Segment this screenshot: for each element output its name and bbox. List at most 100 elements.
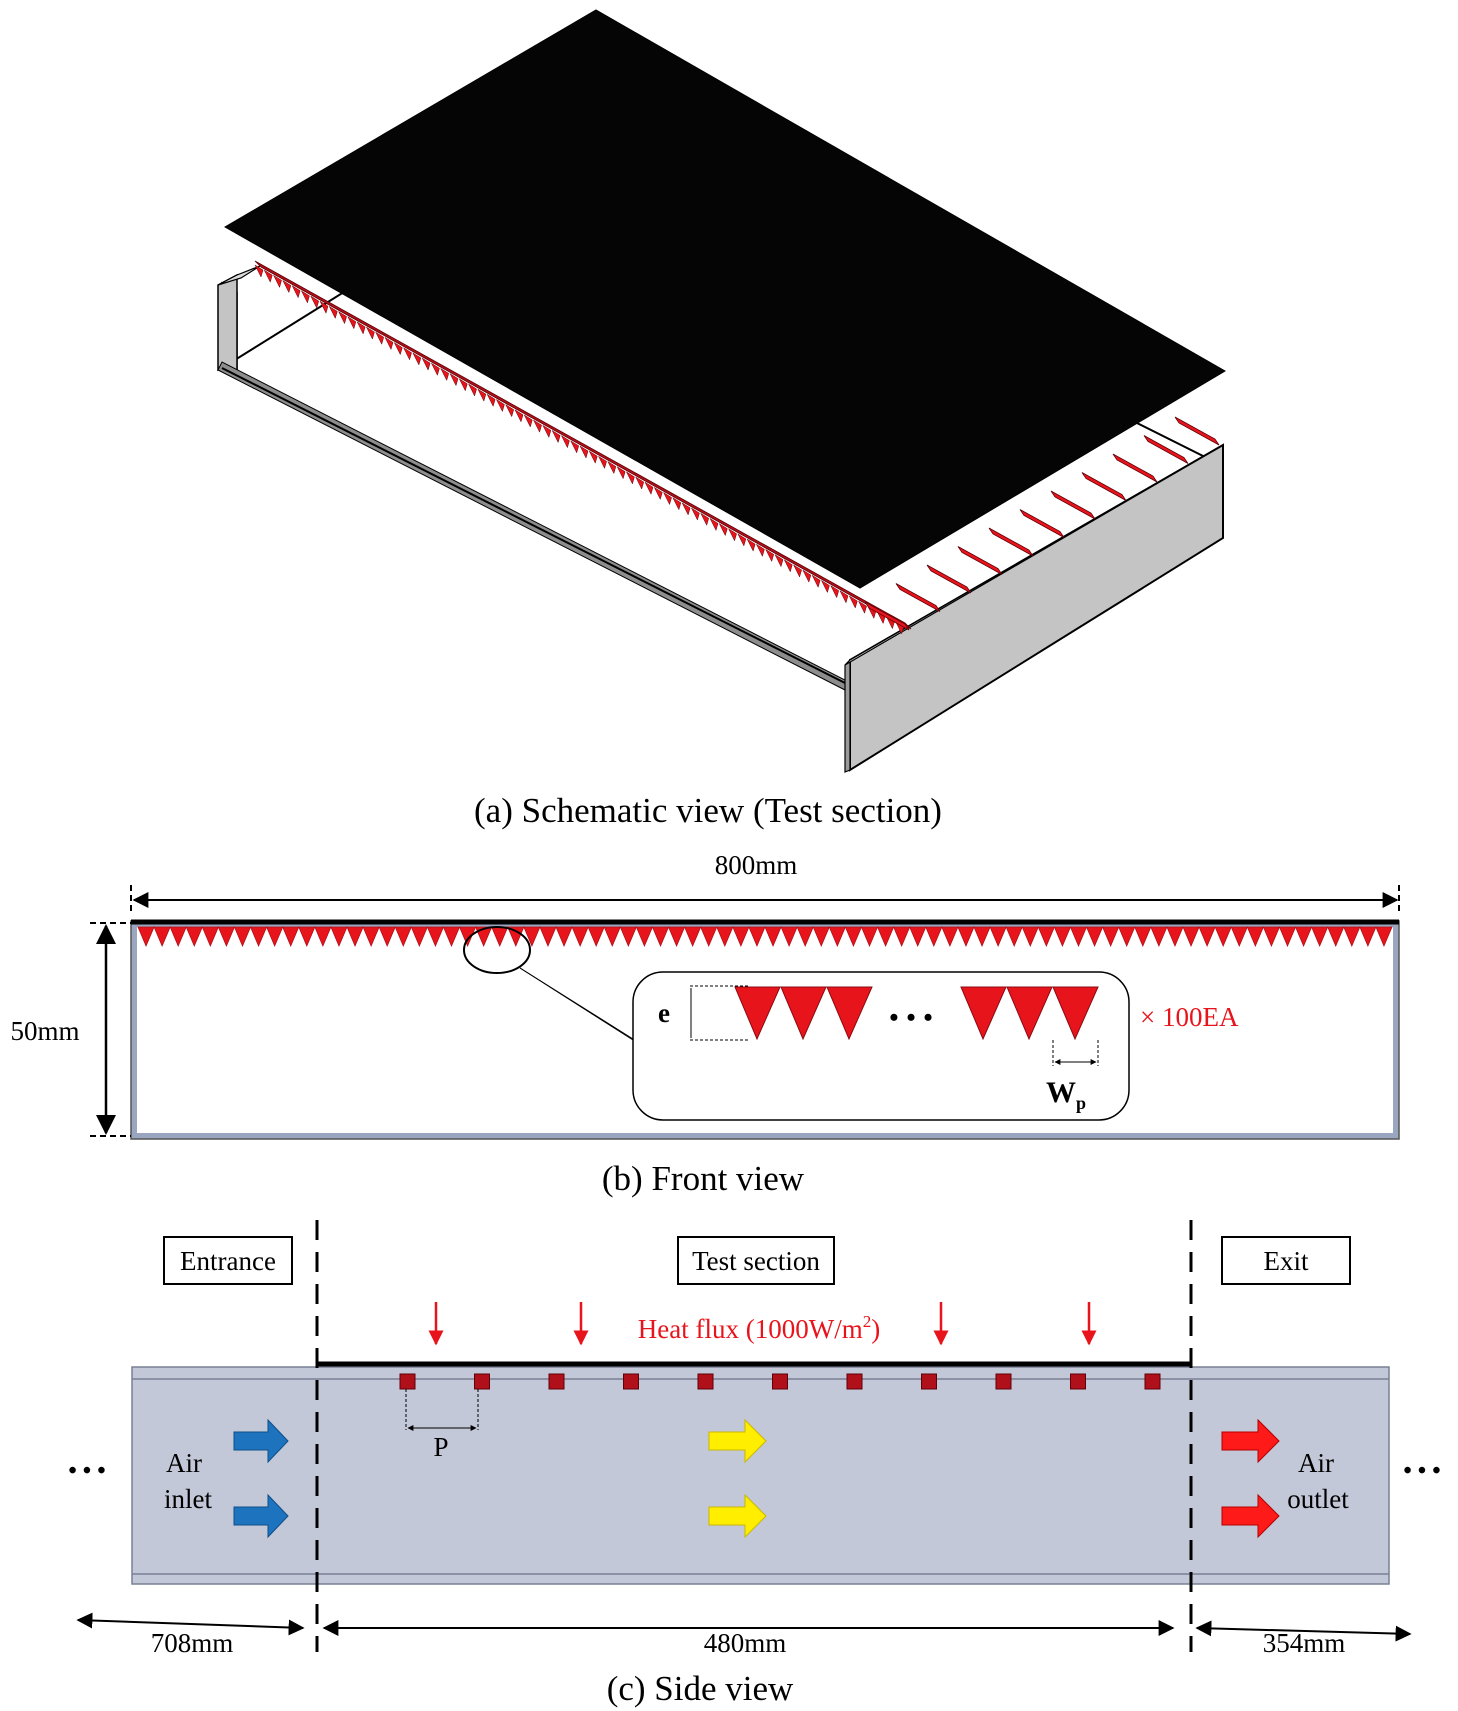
rib-triangle	[587, 926, 605, 948]
outlet-arrows	[1221, 1418, 1280, 1539]
rib-tooth	[477, 388, 487, 402]
rib-tooth	[765, 548, 775, 563]
rib-tooth	[458, 378, 468, 392]
rib-triangle	[973, 926, 991, 948]
pitch-label: P	[433, 1432, 448, 1462]
height-dimension-label: 50mm	[10, 1016, 79, 1046]
rib-triangle	[555, 926, 573, 948]
rib-triangle	[619, 926, 637, 948]
rib-triangle	[1246, 926, 1264, 948]
rib-square	[995, 1373, 1012, 1390]
rib-square	[474, 1373, 490, 1390]
rib-stub	[895, 583, 941, 612]
rib-triangle	[893, 926, 911, 948]
rib-triangle	[1118, 926, 1136, 948]
dim-line-entrance	[76, 1612, 305, 1636]
panel-b-front: 800mm 50mm e •••	[10, 850, 1400, 1198]
rib-triangle	[1327, 926, 1345, 948]
rib-triangle	[1230, 926, 1248, 948]
rib-tooth	[254, 264, 264, 278]
rib-tooth	[811, 574, 821, 588]
rib-triangle	[1037, 926, 1055, 948]
rib-tooth	[644, 481, 654, 495]
rib-tooth	[709, 517, 719, 532]
rib-triangle	[1182, 926, 1200, 948]
rib-triangle	[732, 926, 750, 948]
rib-triangle	[812, 926, 830, 948]
rib-tooth	[291, 285, 301, 299]
rib-triangle	[137, 926, 155, 948]
rib-row-side	[399, 1373, 1161, 1390]
rib-square	[1144, 1373, 1161, 1390]
rib-triangle	[346, 926, 364, 948]
air-inlet-label-1: Air	[166, 1448, 202, 1478]
air-inlet-label-2: inlet	[164, 1484, 212, 1514]
rib-row-isometric	[254, 260, 1220, 635]
test-section-arrows	[708, 1418, 767, 1539]
rib-tooth	[616, 466, 626, 480]
rib-stub	[864, 601, 910, 631]
rib-tooth	[440, 367, 450, 382]
rib-tooth	[514, 409, 524, 423]
rib-tooth	[783, 559, 793, 573]
rib-triangle	[185, 926, 203, 948]
right-wall-top	[844, 444, 1224, 666]
wp-label: Wp	[1046, 1076, 1086, 1113]
zoom-ellipse	[463, 926, 531, 974]
rib-tooth	[607, 460, 617, 475]
entrance-label: Entrance	[180, 1246, 276, 1276]
rib-triangle	[523, 926, 541, 948]
rib-triangle	[201, 926, 219, 948]
rib-tooth	[412, 352, 422, 366]
rib-square	[399, 1373, 416, 1390]
rib-tooth	[393, 341, 403, 356]
rib-triangle	[1343, 926, 1361, 948]
rib-tooth	[421, 357, 431, 371]
rib-triangle	[1359, 926, 1377, 948]
rib-tooth	[532, 419, 542, 433]
rib-triangle	[828, 926, 846, 948]
rib-stub	[1174, 416, 1220, 446]
left-wall-face	[217, 273, 238, 378]
e-label: e	[658, 998, 670, 1028]
rib-triangle	[1102, 926, 1120, 948]
rib-tooth	[495, 398, 505, 413]
rib-stub	[926, 564, 972, 594]
rib-tooth	[375, 331, 385, 345]
dim-label-entrance: 708mm	[151, 1628, 234, 1658]
rib-triangle	[1294, 926, 1313, 948]
rib-tooth	[551, 429, 561, 444]
rib-tooth	[272, 274, 282, 289]
rib-tooth	[700, 512, 710, 526]
rib-triangle	[507, 926, 525, 948]
rib-triangle	[748, 926, 766, 948]
rib-tooth	[560, 434, 570, 449]
rib-tooth	[662, 491, 672, 506]
rib-row-front	[137, 926, 1393, 948]
rib-tooth	[588, 450, 598, 464]
rib-triangle	[1278, 926, 1297, 948]
rib-triangle	[667, 926, 686, 948]
rib-triangle	[909, 926, 927, 948]
rib-triangle	[651, 926, 670, 948]
rib-tooth	[802, 569, 812, 583]
caption-b: (b) Front view	[602, 1159, 805, 1198]
rib-tooth	[570, 440, 580, 454]
rib-tooth	[718, 522, 728, 537]
rib-tooth	[542, 424, 552, 439]
rib-triangle	[249, 926, 268, 948]
rib-row-long	[254, 260, 912, 630]
rib-triangle	[1005, 926, 1023, 948]
rib-triangle	[796, 926, 814, 948]
panel-a-schematic: (a) Schematic view (Test section)	[217, 9, 1226, 830]
rib-square	[623, 1373, 639, 1390]
rib-triangle	[378, 926, 396, 948]
rib-square	[697, 1373, 714, 1390]
rib-triangle	[925, 926, 943, 948]
rib-stub	[1081, 472, 1127, 501]
rib-tooth	[792, 564, 802, 578]
right-ellipsis: •••	[1403, 1458, 1446, 1484]
rib-tooth	[727, 528, 737, 542]
rib-triangle	[475, 926, 493, 948]
rib-tooth	[486, 393, 496, 407]
